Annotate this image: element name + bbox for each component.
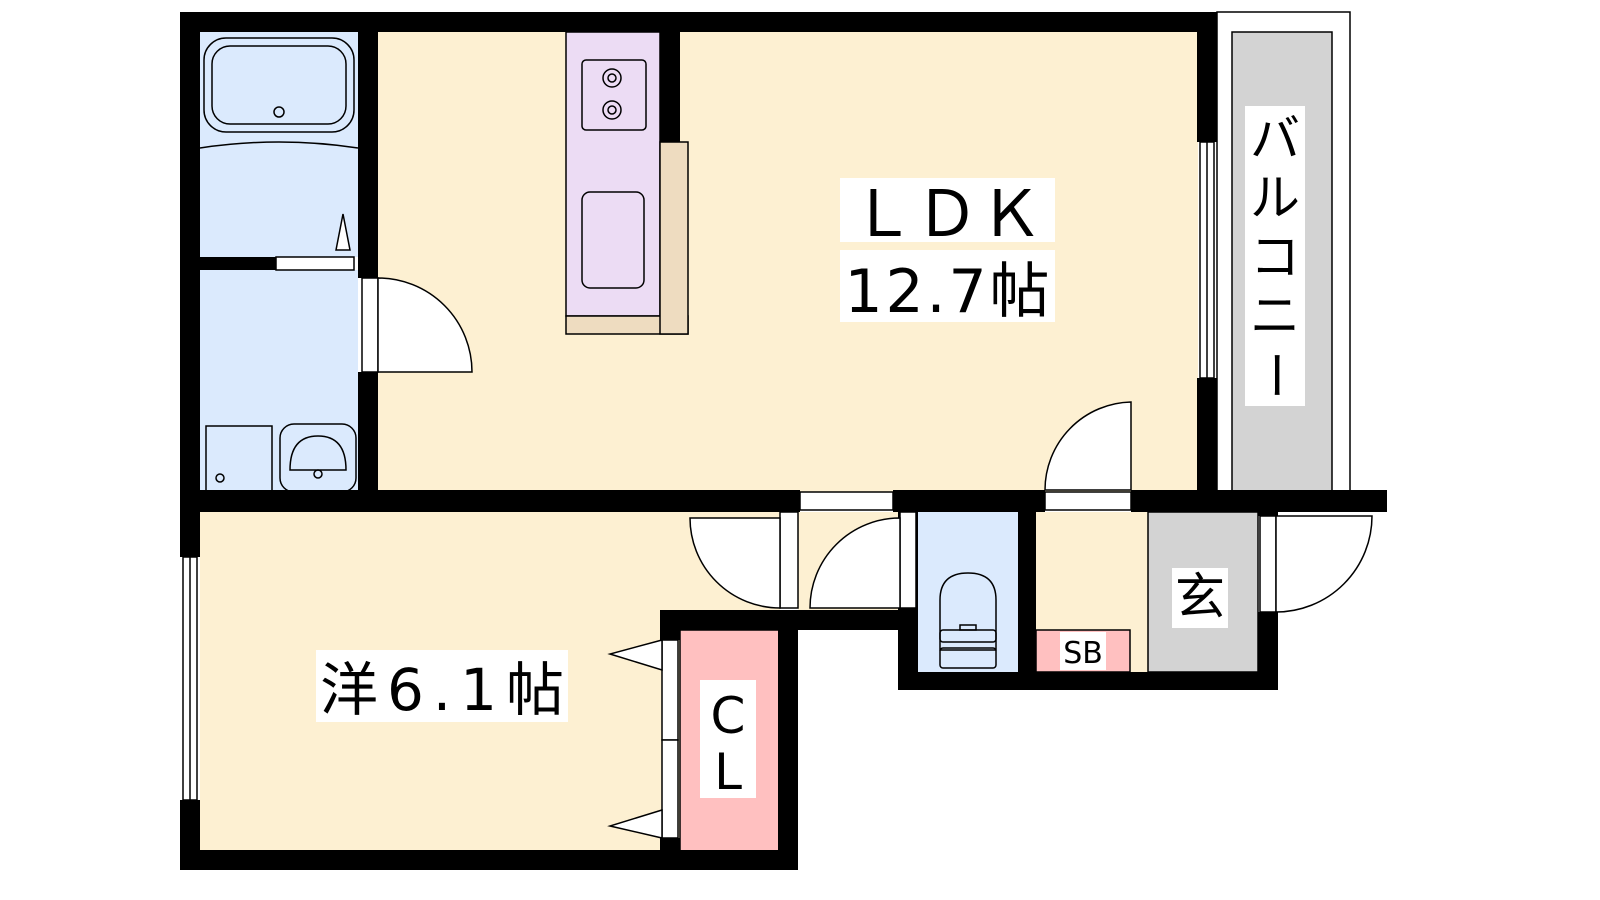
ldk-label-bg <box>840 178 1055 242</box>
balcony-char: コ <box>1250 228 1300 286</box>
closet-label-bg <box>700 680 756 798</box>
washer-dot <box>215 473 225 483</box>
front-door-swing <box>1275 515 1373 613</box>
bath-door <box>361 277 379 373</box>
ldk-label: ＬＤＫ <box>851 178 1043 252</box>
doors <box>335 213 1373 839</box>
sb-label: SB <box>1063 636 1103 671</box>
bedroom-door <box>779 511 799 609</box>
balcony-char: ー <box>1246 350 1304 400</box>
hall-door-swing <box>809 517 901 609</box>
bath-door-swing <box>377 277 473 373</box>
closet-label-c: C <box>711 687 746 745</box>
toilet-floor <box>918 512 1018 672</box>
closet-door-upper <box>661 639 679 741</box>
walls <box>180 12 1387 870</box>
balcony-char: バ <box>1250 110 1300 168</box>
windows <box>182 141 1215 801</box>
washroom-floor <box>200 270 358 492</box>
front-door <box>1259 515 1277 613</box>
counter-side <box>659 141 689 335</box>
entrance-label: 玄 <box>1175 568 1225 626</box>
sliding-door <box>335 213 351 251</box>
closet-label-l: L <box>714 743 742 801</box>
entrance-label-bg <box>1172 568 1228 628</box>
toilet-icon <box>939 572 997 669</box>
toilet-door-swing <box>1044 401 1132 491</box>
balcony-char: ル <box>1250 169 1300 227</box>
washroom-hall-door <box>899 511 917 609</box>
balcony-label-bg <box>1245 106 1305 406</box>
toilet-door <box>1044 491 1132 511</box>
closet-door-lower <box>661 739 679 839</box>
stove-icon <box>581 59 647 131</box>
bathtub-icon <box>199 37 359 149</box>
sink-icon <box>581 191 645 289</box>
balcony-char: ニ <box>1250 287 1300 345</box>
western-room-label-bg <box>316 650 568 722</box>
western-room-label: 洋6.1帖 <box>320 656 564 724</box>
ldk-size-bg <box>840 250 1055 322</box>
ldk-floor <box>378 32 1198 492</box>
bedroom-door-swing <box>689 517 781 609</box>
sb-label-bg <box>1060 632 1106 670</box>
